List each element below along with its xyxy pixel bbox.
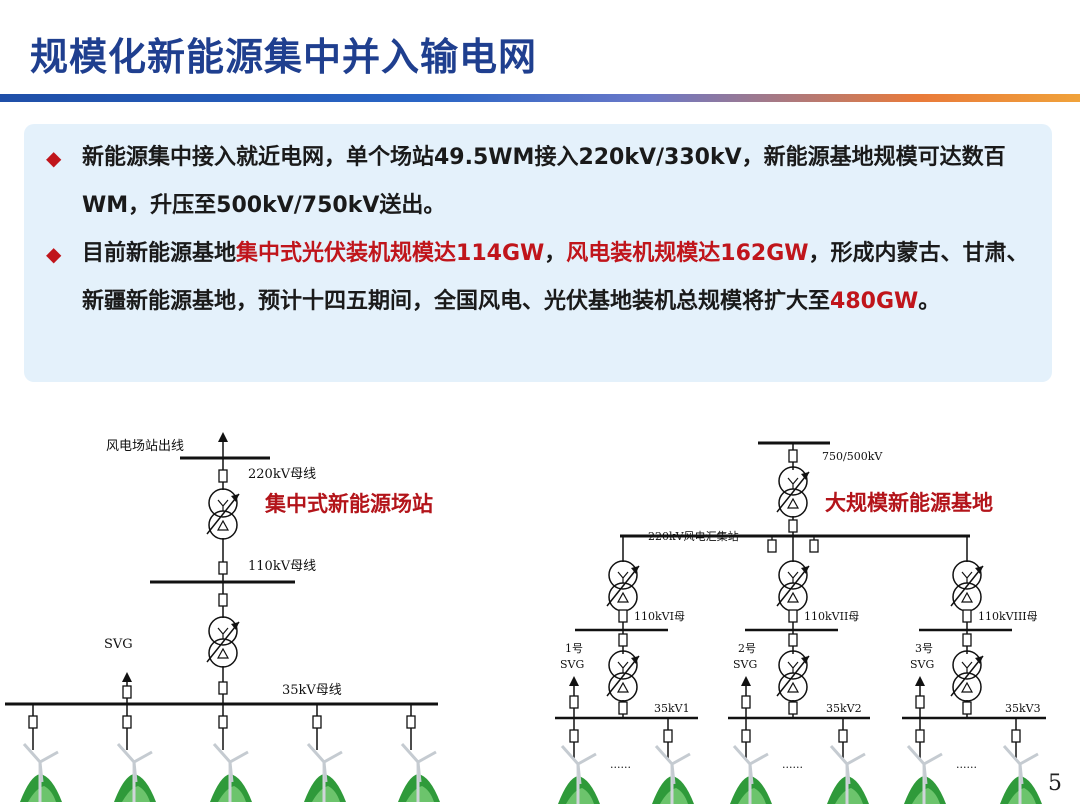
page-title: 规模化新能源集中并入输电网 — [30, 35, 538, 79]
bus-110kv-3-label: 110kVIII母 — [978, 610, 1038, 623]
bus-220kv-label: 220kV母线 — [248, 467, 316, 482]
outlet-label: 风电场站出线 — [106, 439, 184, 454]
title-gradient-bar — [0, 94, 1080, 102]
left-diagram-caption: 集中式新能源场站 — [264, 492, 433, 516]
right-base-diagram: 750/500kV 大规模新能源基地 220kV风电汇集站 110kVI母 1号… — [555, 441, 1046, 806]
svg-3-num: 3号 — [915, 642, 933, 655]
feeder-3-label: 35kV3 — [1005, 702, 1041, 715]
bullet-1-text: 新能源集中接入就近电网，单个场站49.5WM接入220kV/330kV，新能源基… — [82, 145, 1006, 218]
left-feeders — [18, 704, 442, 804]
svg-2-num: 2号 — [738, 642, 756, 655]
svg-1-label: SVG — [560, 658, 584, 671]
svg-label: SVG — [104, 637, 133, 652]
left-station-diagram: 风电场站出线 220kV母线 集中式新能源场站 110kV母线 SVG 35kV… — [5, 432, 442, 804]
bus-110kv-label: 110kV母线 — [248, 559, 316, 574]
svg-1-num: 1号 — [565, 642, 583, 655]
diamond-bullet-icon: ◆ — [46, 146, 62, 170]
bus-110kv-1-label: 110kVI母 — [634, 610, 685, 623]
dots-3: ...... — [956, 758, 977, 771]
power-grid-diagrams: 风电场站出线 220kV母线 集中式新能源场站 110kV母线 SVG 35kV… — [5, 432, 1046, 806]
dots-2: ...... — [782, 758, 803, 771]
bullet-2-text: 目前新能源基地集中式光伏装机规模达114GW，风电装机规模达162GW，形成内蒙… — [82, 241, 1029, 314]
bus-35kv-label: 35kV母线 — [282, 683, 342, 698]
feeder-1-label: 35kV1 — [654, 702, 690, 715]
diamond-bullet-icon: ◆ — [46, 242, 62, 266]
svg-3-label: SVG — [910, 658, 934, 671]
dots-1: ...... — [610, 758, 631, 771]
bus-top-label: 750/500kV — [822, 450, 883, 463]
bus-110kv-2-label: 110kVII母 — [804, 610, 859, 623]
svg-2-label: SVG — [733, 658, 757, 671]
right-diagram-caption: 大规模新能源基地 — [825, 491, 993, 515]
feeder-2-label: 35kV2 — [826, 702, 862, 715]
summary-box: ◆ 新能源集中接入就近电网，单个场站49.5WM接入220kV/330kV，新能… — [24, 124, 1052, 382]
page-number: 5 — [1048, 771, 1062, 796]
